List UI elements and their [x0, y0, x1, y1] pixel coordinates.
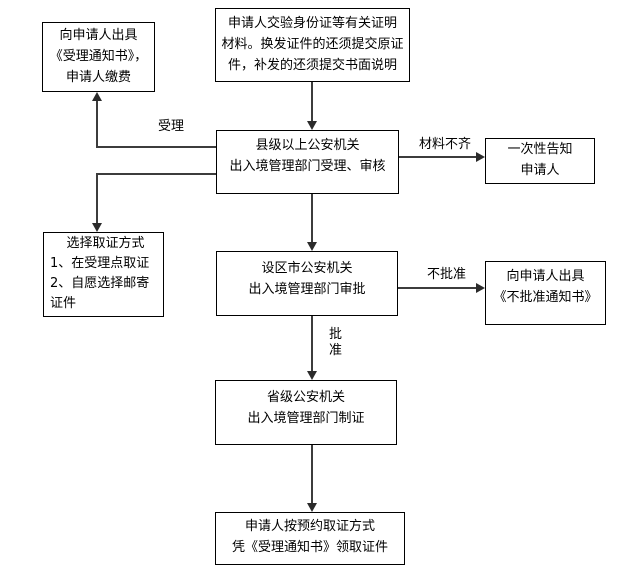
node-text-line: 出入境管理部门受理、审核: [229, 159, 386, 174]
node-text-line: 出入境管理部门制证: [247, 411, 365, 426]
connector-county-to-city: [311, 194, 313, 243]
node-inform-applicant-once: 一次性告知 申请人: [485, 138, 595, 184]
connector-city-to-province: [311, 316, 313, 372]
node-text-line: 凭《受理通知书》领取证件: [231, 540, 388, 555]
node-text-line: 《受理通知书》，: [49, 49, 148, 64]
node-choose-collection-method: 选择取证方式 1、在受理点取证 2、自愿选择邮寄 证件: [43, 232, 164, 317]
node-text-line: 向申请人出具: [506, 269, 585, 284]
node-text-line: 《不批准通知书》: [493, 290, 598, 305]
node-text-line: 件，补发的还须提交书面说明: [227, 58, 397, 73]
node-text-line: 申请人: [520, 163, 560, 178]
label-materials-incomplete: 材料不齐: [419, 137, 472, 152]
node-text-line: 向申请人出具: [59, 28, 138, 43]
node-submit-documents: 申请人交验身份证等有关证明 材料。换发证件的还须提交原证 件，补发的还须提交书面…: [215, 8, 410, 82]
node-text-line: 申请人交验身份证等有关证明: [227, 16, 397, 31]
node-text-line: 证件: [50, 296, 77, 311]
node-text-line: 出入境管理部门审批: [248, 282, 366, 297]
connector-docs-to-county: [311, 82, 313, 122]
label-accepted: 受理: [158, 119, 185, 134]
arrowhead-down-icon: [92, 223, 102, 232]
arrowhead-down-icon: [307, 242, 317, 251]
node-text-line: 申请人缴费: [65, 70, 131, 85]
node-text-line: 选择取证方式: [66, 236, 145, 251]
connector-province-to-collect: [311, 445, 313, 504]
connector-county-to-inform: [399, 156, 477, 158]
node-text-line: 县级以上公安机关: [255, 138, 360, 153]
connector-county-to-choose-vertical: [96, 173, 98, 224]
label-not-approved: 不批准: [427, 267, 467, 282]
connector-county-to-choose: [96, 173, 216, 175]
connector-county-to-notice: [96, 146, 216, 148]
connector-city-to-reject: [398, 287, 477, 289]
node-text-line: 省级公安机关: [266, 390, 345, 405]
node-text-line: 材料。换发证件的还须提交原证: [221, 37, 404, 52]
node-issue-acceptance-notice: 向申请人出具 《受理通知书》， 申请人缴费: [42, 22, 155, 92]
node-issue-rejection-notice: 向申请人出具 《不批准通知书》: [485, 261, 606, 325]
arrowhead-down-icon: [307, 371, 317, 380]
node-city-approval: 设区市公安机关 出入境管理部门审批: [216, 251, 398, 316]
arrowhead-down-icon: [307, 503, 317, 512]
node-province-produce-certificate: 省级公安机关 出入境管理部门制证: [215, 380, 397, 445]
arrowhead-down-icon: [307, 121, 317, 130]
label-approved: 批准: [329, 327, 343, 358]
arrowhead-right-icon: [476, 283, 485, 293]
node-text-line: 申请人按预约取证方式: [244, 519, 375, 534]
node-county-accept-review: 县级以上公安机关 出入境管理部门受理、审核: [216, 130, 399, 194]
node-text-line: 一次性告知: [507, 142, 573, 157]
connector-county-to-notice-vertical: [96, 100, 98, 148]
node-text-line: 2、自愿选择邮寄: [50, 276, 150, 291]
node-text-line: 1、在受理点取证: [50, 256, 150, 271]
node-collect-certificate: 申请人按预约取证方式 凭《受理通知书》领取证件: [215, 512, 405, 565]
node-text-line: 设区市公安机关: [261, 261, 353, 276]
arrowhead-right-icon: [476, 152, 485, 162]
arrowhead-up-icon: [92, 92, 102, 101]
